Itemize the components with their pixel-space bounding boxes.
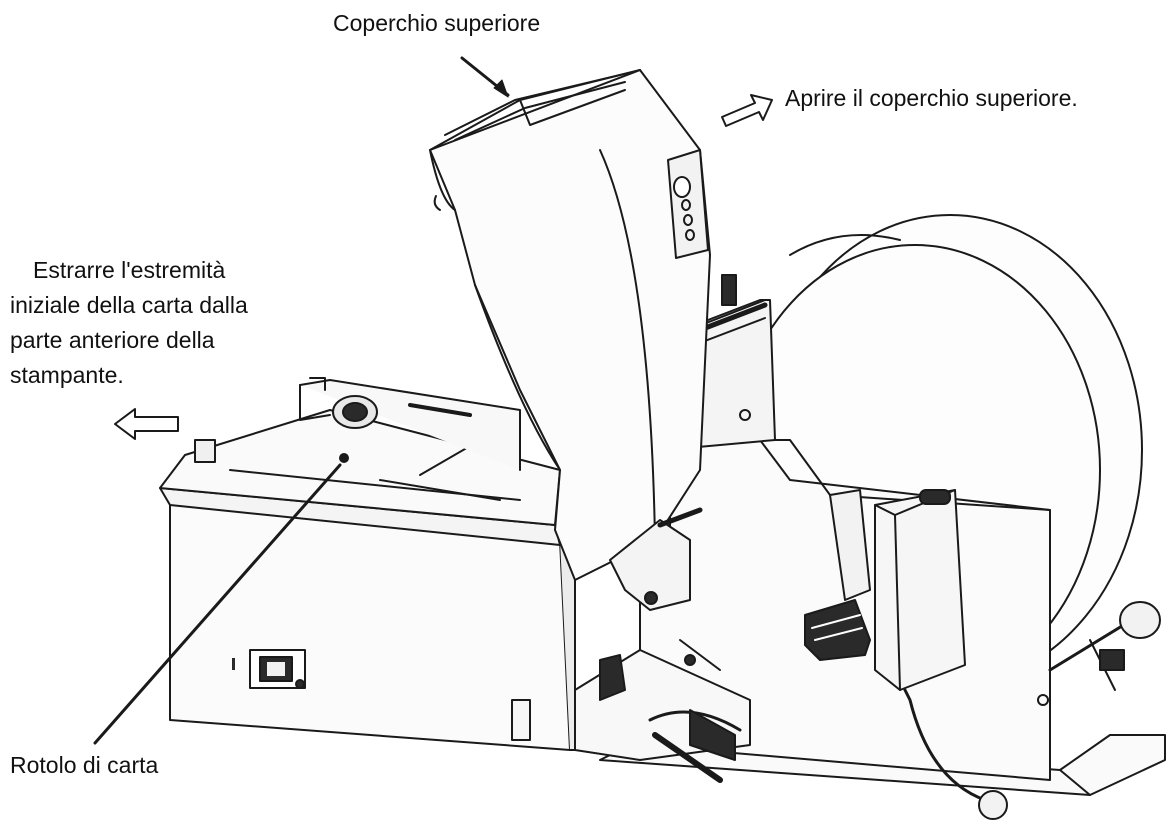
callout-lines [93, 56, 510, 745]
label-open-instruction: Aprire il coperchio superiore. [785, 85, 1078, 111]
label-pull-instruction-line1: Estrarre l'estremità [33, 257, 225, 283]
cutter-unit [804, 489, 871, 661]
bottom-mechanism [574, 639, 751, 783]
pull-arrow [114, 408, 179, 440]
printer-body [159, 377, 576, 751]
label-pull-instruction-line4: stampante. [10, 362, 124, 388]
top-cover [429, 69, 711, 611]
label-pull-instruction-line2: iniziale della carta dalla [10, 292, 248, 318]
open-arrow [721, 94, 773, 127]
label-pull-instruction-line3: parte anteriore della [10, 327, 215, 353]
label-paper-roll: Rotolo di carta [10, 752, 159, 778]
label-top-cover: Coperchio superiore [333, 10, 540, 36]
side-cover-block [874, 489, 1008, 820]
axle-shaft [1048, 601, 1161, 691]
